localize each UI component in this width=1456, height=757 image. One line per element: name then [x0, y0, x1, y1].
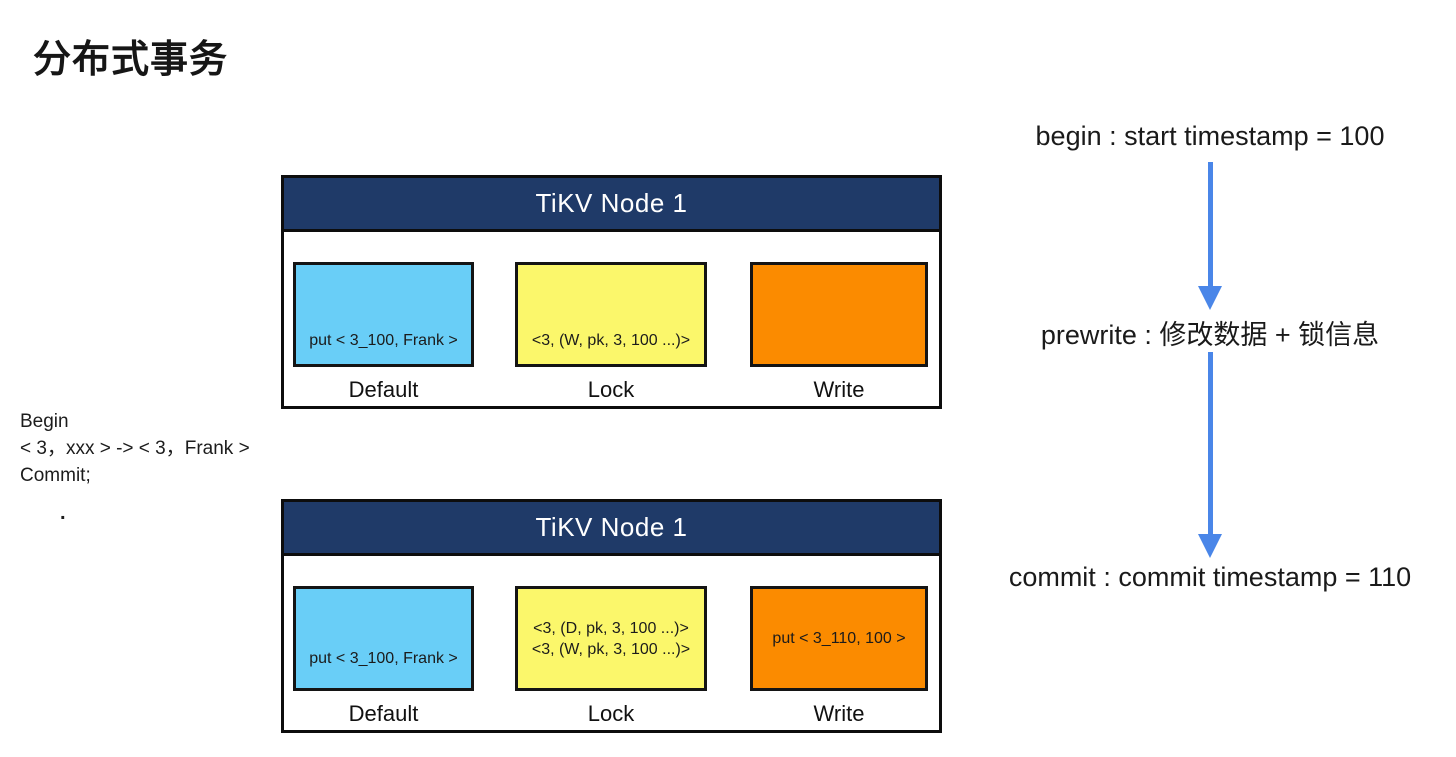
note-line-commit: Commit;: [20, 465, 91, 486]
lock-cf-cell: <3, (W, pk, 3, 100 ...)>: [515, 262, 707, 367]
tikv-node-2-title: TiKV Node 1: [535, 512, 688, 542]
tikv-node-1-header: TiKV Node 1: [284, 178, 939, 232]
down-arrow-icon: [1208, 352, 1213, 536]
tikv-node-1-title: TiKV Node 1: [535, 188, 688, 218]
note-line-begin: Begin: [20, 411, 69, 432]
down-arrow-icon: [1208, 162, 1213, 288]
write-cf-label: Write: [813, 701, 865, 726]
write-cf-label: Write: [813, 377, 865, 402]
lock-cf-value-1: <3, (D, pk, 3, 100 ...)>: [533, 619, 689, 637]
stray-dot: .: [60, 502, 66, 524]
lock-cf-label: Lock: [587, 377, 635, 402]
write-cf-cell: put < 3_110, 100 >: [750, 586, 928, 691]
default-cf-label: Default: [348, 701, 419, 726]
down-arrow-icon: [1198, 286, 1222, 310]
lock-cf-label: Lock: [587, 701, 635, 726]
default-cf-cell: put < 3_100, Frank >: [293, 262, 474, 367]
default-cf-value: put < 3_100, Frank >: [309, 650, 458, 667]
write-cf-value: put < 3_110, 100 >: [772, 630, 906, 647]
timeline-step-commit: commit : commit timestamp = 110: [1008, 562, 1412, 592]
write-cf-cell: [750, 262, 928, 367]
default-cf-value: put < 3_100, Frank >: [309, 332, 458, 349]
note-line-update: < 3，xxx > -> < 3，Frank >: [20, 438, 250, 459]
timeline-step-begin: begin : start timestamp = 100: [1035, 121, 1385, 151]
page-title: 分布式事务: [33, 39, 229, 81]
default-cf-cell: put < 3_100, Frank >: [293, 586, 474, 691]
tikv-node-box-1: TiKV Node 1 put < 3_100, Frank > <3, (W,…: [281, 175, 942, 409]
tikv-node-box-2: TiKV Node 1 put < 3_100, Frank > <3, (D,…: [281, 499, 942, 733]
tikv-node-2-header: TiKV Node 1: [284, 502, 939, 556]
transaction-note: Begin < 3，xxx > -> < 3，Frank > Commit;: [20, 408, 250, 489]
lock-cf-value-2: <3, (W, pk, 3, 100 ...)>: [531, 640, 691, 658]
lock-cf-value: <3, (W, pk, 3, 100 ...)>: [531, 332, 691, 349]
down-arrow-icon: [1198, 534, 1222, 558]
timeline-step-prewrite: prewrite : 修改数据 + 锁信息: [1040, 320, 1380, 350]
default-cf-label: Default: [348, 377, 419, 402]
lock-cf-cell: <3, (D, pk, 3, 100 ...)> <3, (W, pk, 3, …: [515, 586, 707, 691]
